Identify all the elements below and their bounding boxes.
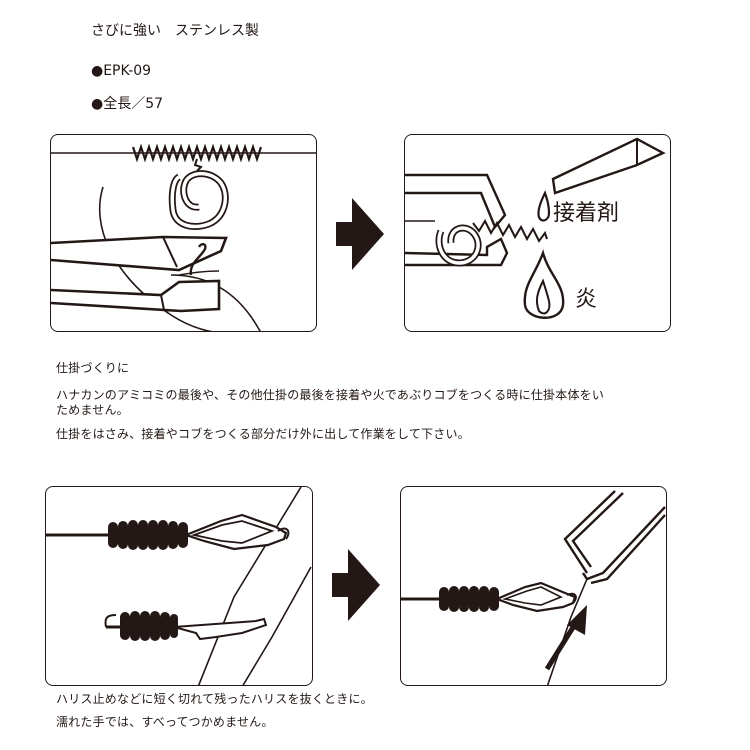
- tagline: さびに強い ステンレス製: [91, 23, 259, 39]
- section2-line2: 濡れた手では、すべってつかめません。: [56, 715, 274, 729]
- figure1-after-panel: 接着剤 炎: [404, 134, 671, 332]
- total-length: ●全長／57: [91, 96, 164, 112]
- figure1-before-panel: [50, 134, 317, 332]
- section2-line1: ハリス止めなどに短く切れて残ったハリスを抜くときに。: [56, 692, 373, 706]
- section1-line1: ハナカンのアミコミの最後や、その他仕掛の最後を接着や火であぶりコブをつくる時に仕…: [56, 388, 605, 402]
- section1-line3: 仕掛をはさみ、接着やコブをつくる部分だけ外に出して作業をして下さい。: [56, 427, 470, 441]
- section1-line2: ためません。: [56, 403, 129, 417]
- section1-title: 仕掛づくりに: [56, 361, 130, 375]
- right-arrow-icon: [336, 198, 384, 270]
- pull-out-leftover-illustration: [401, 490, 666, 685]
- tweezers-holding-line-illustration: [51, 143, 316, 331]
- figure2-before-panel: [45, 486, 313, 686]
- figure2-after-panel: [400, 486, 667, 686]
- right-arrow-icon: [332, 549, 380, 621]
- adhesive-label: 接着剤: [553, 201, 620, 226]
- model-number: ●EPK-09: [91, 63, 152, 79]
- adhesive-flame-illustration: [405, 137, 666, 319]
- snap-with-leftover-line-illustration: [46, 487, 312, 685]
- flame-label: 炎: [575, 287, 598, 312]
